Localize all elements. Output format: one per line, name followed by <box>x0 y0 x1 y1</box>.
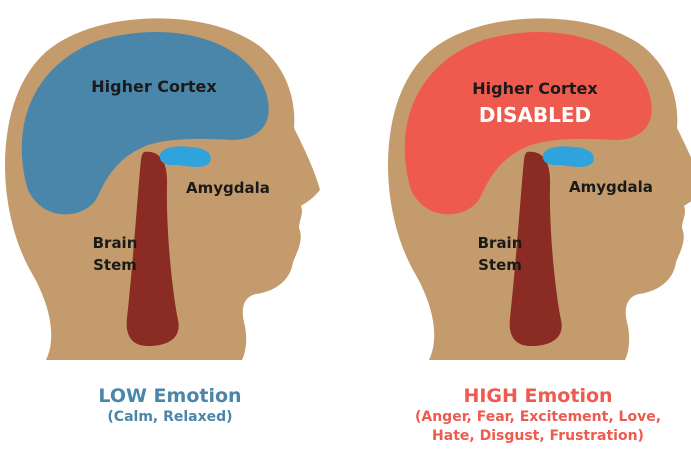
left-brain-stem-label-line2: Stem <box>93 256 137 274</box>
right-head-diagram: Higher Cortex DISABLED Amygdala Brain St… <box>388 18 691 360</box>
right-amygdala <box>543 146 594 166</box>
low-emotion-caption: LOW Emotion (Calm, Relaxed) <box>40 384 300 427</box>
right-brain-stem-label-line2: Stem <box>478 256 522 274</box>
low-emotion-title: LOW Emotion <box>40 384 300 408</box>
high-emotion-title: HIGH Emotion <box>385 384 691 408</box>
high-emotion-subtitle-line1: (Anger, Fear, Excitement, Love, <box>385 408 691 427</box>
left-amygdala <box>160 146 211 166</box>
high-emotion-caption: HIGH Emotion (Anger, Fear, Excitement, L… <box>385 384 691 446</box>
right-amygdala-label: Amygdala <box>569 178 653 196</box>
right-brain-stem-label-line1: Brain <box>478 234 523 252</box>
right-cortex-disabled-label: DISABLED <box>479 103 591 127</box>
left-head-diagram: Higher Cortex Amygdala Brain Stem <box>5 18 320 360</box>
right-cortex-label: Higher Cortex <box>472 79 598 98</box>
left-brain-stem-label-line1: Brain <box>93 234 138 252</box>
low-emotion-subtitle: (Calm, Relaxed) <box>40 408 300 427</box>
high-emotion-subtitle-line2: Hate, Disgust, Frustration) <box>385 427 691 446</box>
left-amygdala-label: Amygdala <box>186 179 270 197</box>
left-cortex-label: Higher Cortex <box>91 77 217 96</box>
